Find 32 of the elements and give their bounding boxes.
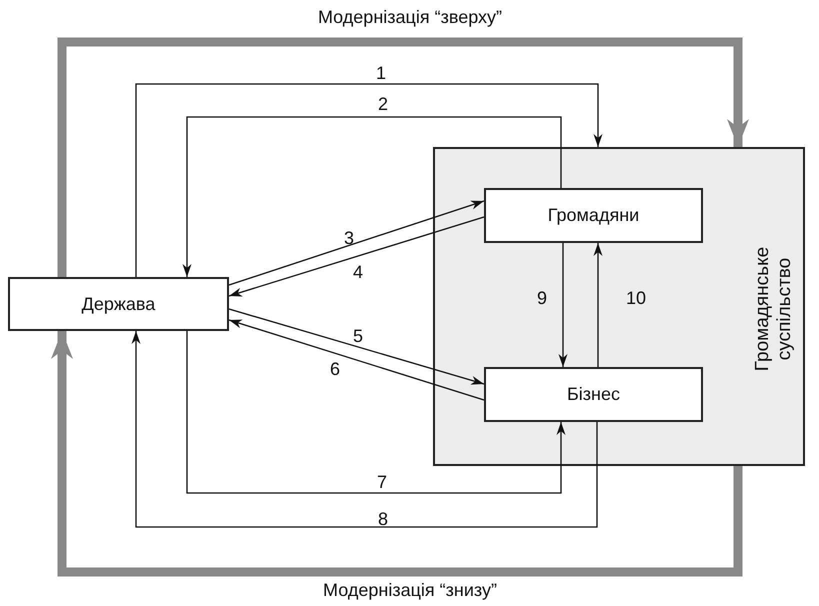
edge-label: 1	[376, 63, 386, 83]
node-label: Бізнес	[566, 383, 620, 406]
arrow	[132, 331, 598, 528]
edge-label: 8	[378, 509, 388, 529]
arrow	[135, 83, 602, 277]
node-label: Громадяни	[548, 204, 640, 227]
thick-arrow	[58, 38, 749, 277]
process-box	[8, 277, 229, 331]
arrow	[182, 116, 562, 277]
group-title: Громадянське суспільство	[752, 245, 796, 373]
edge-label: 2	[378, 94, 388, 114]
group-box	[433, 147, 805, 466]
edge-label: 10	[626, 288, 646, 308]
arrow	[594, 243, 602, 367]
edge-label: Модернізація “зверху”	[318, 7, 502, 27]
edge-label: Модернізація “знизу”	[323, 580, 497, 600]
arrow	[228, 319, 484, 401]
arrow	[558, 243, 568, 367]
edge-label: 6	[330, 359, 340, 379]
edge-label: 5	[353, 326, 363, 346]
process-box	[484, 367, 703, 422]
edge-label: 7	[377, 472, 387, 492]
node-label: Держава	[82, 292, 156, 316]
edge-label: 3	[344, 228, 354, 248]
arrow	[228, 308, 484, 385]
thick-arrow	[51, 331, 742, 576]
edge-label: 9	[537, 288, 547, 308]
arrow	[228, 216, 484, 297]
arrow	[228, 200, 484, 286]
arrow	[186, 331, 566, 494]
edge-label: 4	[353, 262, 363, 282]
process-box	[484, 188, 703, 243]
